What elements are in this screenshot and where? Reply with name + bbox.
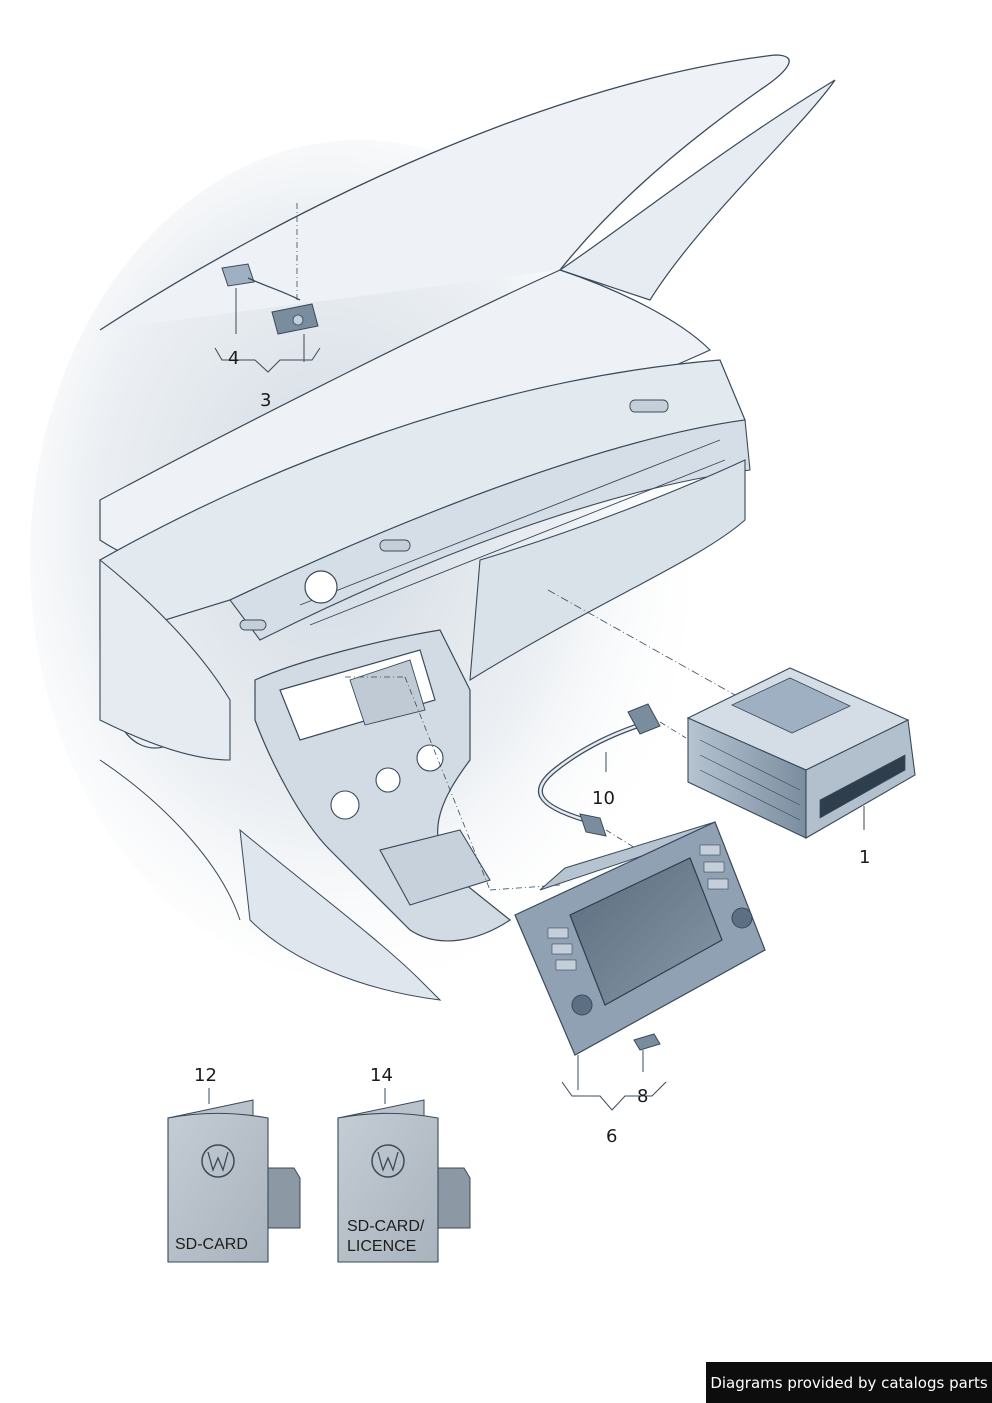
callout-12: 12 bbox=[194, 1065, 217, 1086]
radio-unit-part-1 bbox=[547, 589, 916, 839]
antenna-module-part-3-4 bbox=[214, 203, 321, 373]
callout-4: 4 bbox=[228, 348, 240, 369]
callout-1: 1 bbox=[859, 847, 871, 868]
sd-card-licence-part-14: SD-CARD/ LICENCE bbox=[337, 1088, 471, 1263]
callout-3: 3 bbox=[260, 390, 272, 411]
card-14-label-line2: LICENCE bbox=[347, 1238, 416, 1255]
antenna-cable-part-10 bbox=[537, 703, 687, 849]
sd-card-part-12: SD-CARD bbox=[167, 1088, 301, 1263]
dashboard-illustration bbox=[30, 54, 836, 1001]
card-12-label: SD-CARD bbox=[175, 1236, 248, 1253]
display-buttons bbox=[547, 844, 729, 971]
callout-10: 10 bbox=[592, 788, 615, 809]
callout-6: 6 bbox=[606, 1126, 618, 1147]
footer-credit-banner: Diagrams provided by catalogs parts bbox=[706, 1362, 992, 1403]
card-14-label-line1: SD-CARD/ bbox=[347, 1218, 425, 1235]
callout-8: 8 bbox=[637, 1086, 649, 1107]
display-unit-part-6-8 bbox=[345, 676, 766, 1111]
callout-14: 14 bbox=[370, 1065, 393, 1086]
